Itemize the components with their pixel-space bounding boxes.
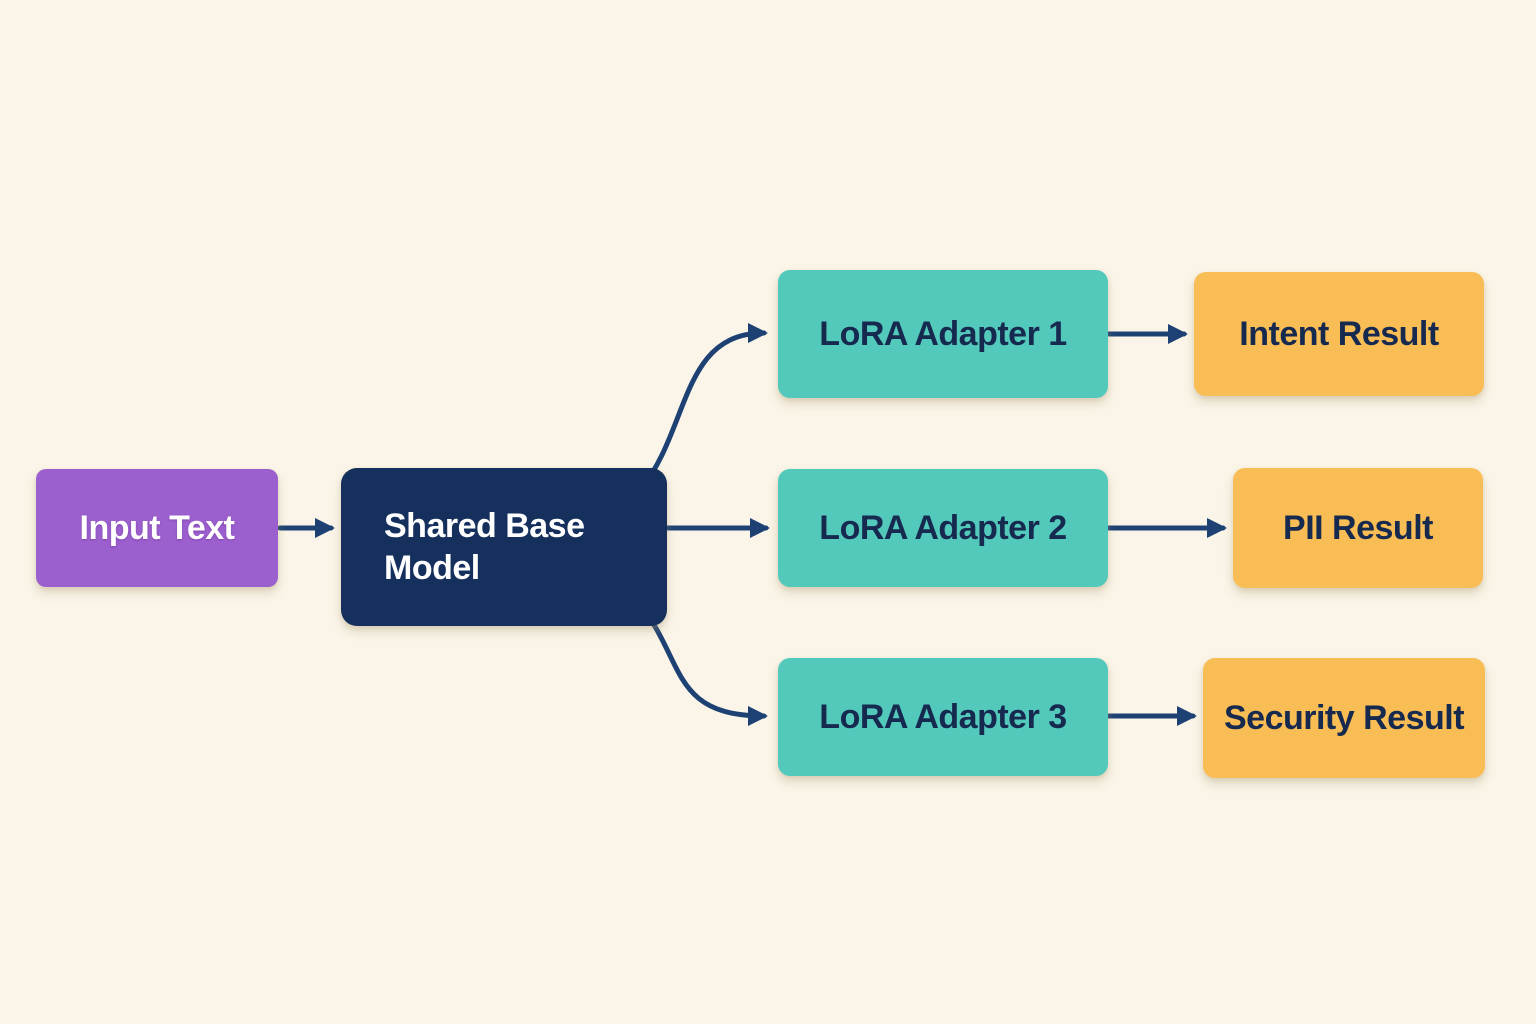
node-lora-adapter-3: LoRA Adapter 3 bbox=[778, 658, 1108, 776]
node-lora-adapter-1-label: LoRA Adapter 1 bbox=[819, 314, 1067, 353]
node-shared-base-model-label: Shared Base Model bbox=[384, 506, 585, 588]
node-intent-result: Intent Result bbox=[1194, 272, 1484, 396]
node-pii-result-label: PII Result bbox=[1283, 508, 1433, 547]
node-input-text: Input Text bbox=[36, 469, 278, 587]
node-security-result: Security Result bbox=[1203, 658, 1485, 778]
edge-base-to-lora1 bbox=[637, 323, 768, 493]
node-pii-result: PII Result bbox=[1233, 468, 1483, 588]
node-lora-adapter-2-label: LoRA Adapter 2 bbox=[819, 508, 1067, 547]
node-input-text-label: Input Text bbox=[79, 508, 235, 547]
node-lora-adapter-3-label: LoRA Adapter 3 bbox=[819, 697, 1067, 736]
node-intent-result-label: Intent Result bbox=[1239, 314, 1439, 353]
node-lora-adapter-1: LoRA Adapter 1 bbox=[778, 270, 1108, 398]
node-shared-base-model: Shared Base Model bbox=[341, 468, 667, 626]
node-security-result-label: Security Result bbox=[1223, 698, 1465, 737]
node-lora-adapter-2: LoRA Adapter 2 bbox=[778, 469, 1108, 587]
